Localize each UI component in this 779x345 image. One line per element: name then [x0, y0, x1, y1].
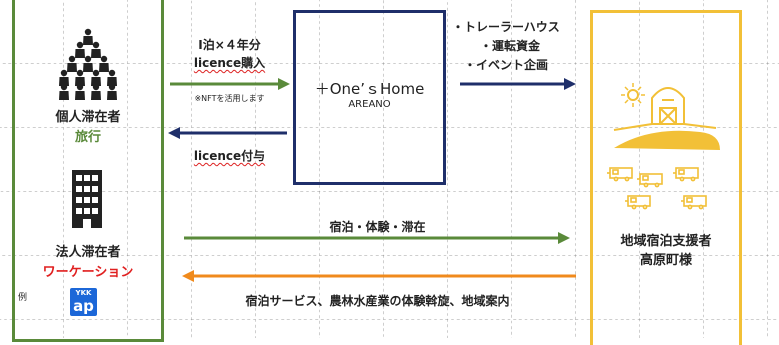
- individual-visitor-label: 個人滞在者: [55, 110, 121, 125]
- list-item: ・イベント企画: [464, 58, 549, 72]
- travel-label: 旅行: [74, 130, 101, 145]
- licence-nights-label: Ⅰ泊×４年分: [198, 38, 261, 52]
- diagram-graphics: [59, 28, 720, 282]
- example-label: 例: [18, 293, 28, 303]
- logo-bottom-text: ap: [73, 297, 94, 315]
- arrow-stay-experience: [184, 232, 570, 244]
- trailer-house-icons: [607, 167, 707, 210]
- nft-note: ※NFTを活用します: [194, 94, 265, 103]
- arrow-licence-purchase: [170, 78, 290, 90]
- licence-purchase-label: licence購入: [193, 56, 266, 70]
- town-name-label: 高原町様: [639, 253, 692, 268]
- list-item: ・トレーラーハウス: [452, 20, 560, 34]
- stay-flow-label: 宿泊・体験・滞在: [329, 220, 426, 234]
- arrow-licence-grant: [168, 127, 287, 139]
- corporate-visitor-label: 法人滞在者: [55, 245, 121, 260]
- dotted-grid-background: [0, 0, 779, 338]
- logo-top-text: YKK: [75, 289, 92, 297]
- farm-barn-icon: [613, 83, 720, 150]
- service-flow-label: 宿泊サービス、農林水産業の体験斡旋、地域案内: [245, 294, 510, 308]
- licence-grant-label: licence付与: [193, 149, 266, 163]
- local-host-label: 地域宿泊支援者: [620, 234, 712, 249]
- workation-label: ワーケーション: [42, 265, 134, 280]
- office-building-icon: [72, 170, 102, 228]
- brand-subtitle: AREANO: [348, 99, 391, 110]
- one-s-home-box: [293, 10, 446, 185]
- arrow-funds-to-host: [460, 78, 576, 90]
- brand-title: ＋One’ｓHome: [314, 80, 425, 98]
- ykk-ap-logo: YKK ap: [70, 288, 97, 316]
- list-item: ・運転資金: [480, 39, 541, 53]
- crowd-icon: [59, 28, 117, 100]
- local-host-panel: [590, 10, 742, 345]
- funds-usage-list: ・トレーラーハウス ・運転資金 ・イベント企画: [452, 18, 560, 75]
- arrow-host-services: [182, 270, 576, 282]
